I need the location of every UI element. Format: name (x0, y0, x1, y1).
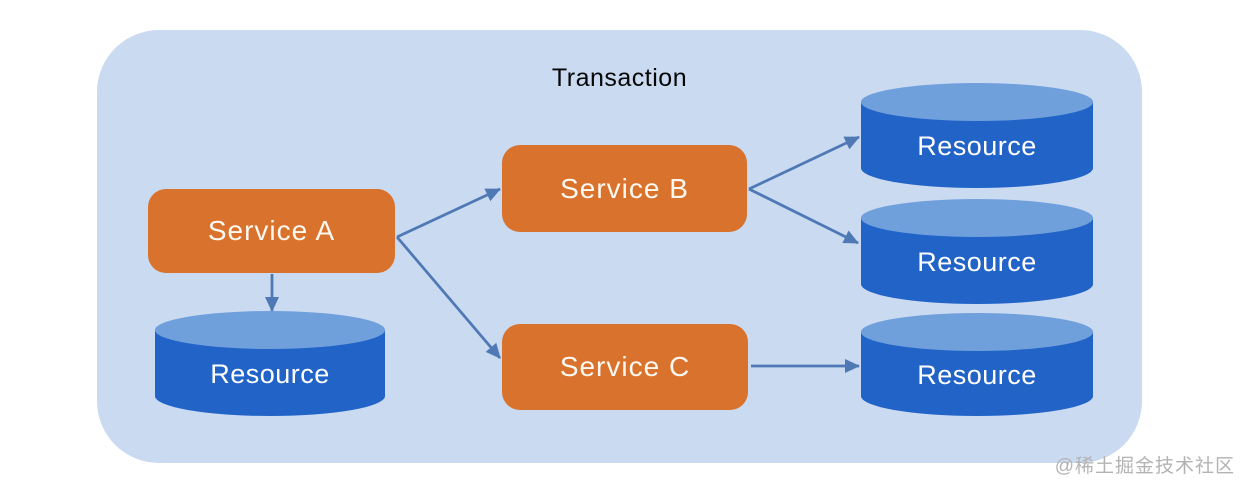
node-service-a: Service A (148, 189, 395, 273)
node-resource-bottom-right: Resource (861, 313, 1093, 416)
database-cylinder-top-icon (861, 313, 1093, 351)
diagram-title: Transaction (551, 64, 688, 92)
node-resource-mid-right: Resource (861, 199, 1093, 304)
node-service-a-label: Service A (207, 215, 336, 246)
database-cylinder-top-icon (155, 311, 385, 349)
node-service-c: Service C (502, 324, 748, 410)
node-service-b: Service B (502, 145, 747, 232)
node-resource-top-right: Resource (861, 83, 1093, 188)
database-cylinder-top-icon (861, 199, 1093, 237)
node-resource-top-right-label: Resource (917, 131, 1037, 161)
node-resource-mid-right-label: Resource (917, 247, 1037, 277)
node-resource-bottom-right-label: Resource (917, 360, 1037, 390)
database-cylinder-top-icon (861, 83, 1093, 121)
node-service-c-label: Service C (559, 351, 691, 382)
watermark: @稀土掘金技术社区 (1054, 456, 1235, 477)
node-service-b-label: Service B (560, 172, 689, 204)
node-resource-left-label: Resource (210, 359, 330, 389)
node-resource-left: Resource (155, 311, 385, 416)
